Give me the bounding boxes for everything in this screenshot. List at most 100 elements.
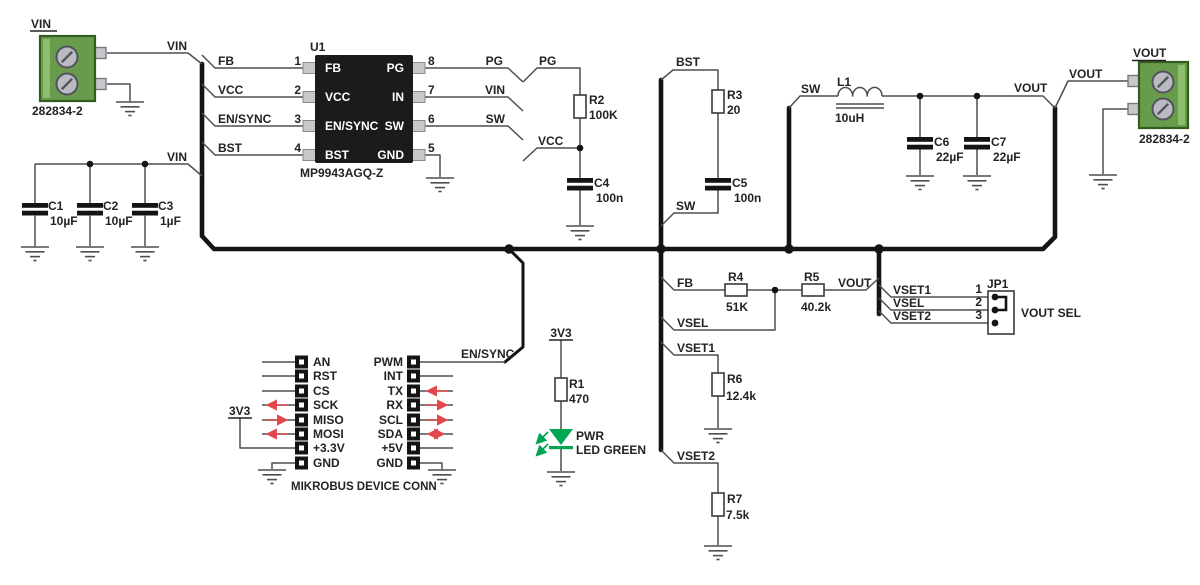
u1-pin-number: 2 (294, 83, 301, 97)
mb-pin-label: SCK (313, 398, 339, 412)
header-pin (295, 441, 308, 455)
r4-value: 51K (726, 300, 748, 314)
wire-u1-pg (425, 67, 524, 83)
wire-u1-vin (425, 96, 524, 112)
header-pin (407, 427, 420, 441)
wire-mb-right-gnd (420, 462, 443, 469)
mb-pin-label: SCL (379, 413, 403, 427)
u1-pin-number: 1 (294, 54, 301, 68)
u1-pin-number: 6 (428, 112, 435, 126)
header-pin (407, 398, 420, 412)
net-label-vin: VIN (167, 39, 187, 53)
net-label-sw: SW (801, 82, 821, 96)
input-caps: C1 10µF C2 10µF C3 1µF (22, 199, 181, 228)
wire-vcc-branch (522, 147, 580, 162)
wire-input-caps-top (35, 163, 203, 177)
c6-ref: C6 (934, 135, 950, 149)
c5-value: 100n (734, 191, 761, 205)
terminal-pin (1127, 74, 1140, 88)
header-pin (295, 456, 308, 470)
mb-pin-label: CS (313, 384, 330, 398)
header-pin (407, 441, 420, 455)
c4-ref: C4 (594, 176, 610, 190)
u1-pin-name: PG (387, 61, 404, 75)
vin-terminal-label: VIN (31, 17, 51, 31)
vin-terminal-part: 282834-2 (32, 104, 83, 118)
header-pin (295, 413, 308, 427)
mb-pin-label: +3.3V (313, 441, 345, 455)
inductor-core (836, 103, 884, 109)
power-led: 3V3 R1 470 PWR LED GREEN (535, 326, 646, 457)
main-bus (199, 61, 1058, 252)
header-pin (407, 456, 420, 470)
vout-terminal-part: 282834-2 (1139, 132, 1190, 146)
wire-bst-r3 (660, 69, 719, 90)
jp1-label: VOUT SEL (1021, 306, 1081, 320)
resistor-icon (711, 492, 725, 517)
jp1-jumper: VSET1 VSEL VSET2 1 2 3 JP1 VOUT SEL (893, 277, 1081, 335)
led-name: PWR (576, 429, 604, 443)
r7-ref: R7 (727, 492, 743, 506)
screw-icon (1151, 70, 1175, 94)
junction-dot (973, 92, 981, 100)
wire-mb-left-gnd (271, 462, 295, 469)
wire-u1-left-pins (201, 54, 303, 156)
inductor-coil (837, 86, 883, 97)
net-label-vout: VOUT (1069, 67, 1103, 81)
net-label-vout: VOUT (838, 276, 872, 290)
net-label-en-sync: EN/SYNC (218, 112, 272, 126)
r4-ref: R4 (728, 270, 744, 284)
u1-pin-name: FB (325, 61, 341, 75)
led-desc: LED GREEN (576, 443, 646, 457)
net-label-vin: VIN (485, 83, 505, 97)
wire-vin-terminal (107, 52, 203, 65)
bus-wires (199, 61, 1058, 453)
r3-ref: R3 (727, 88, 743, 102)
mb-pin-label: SDA (378, 427, 404, 441)
header-pin (295, 384, 308, 398)
jp1-pin-number: 2 (975, 295, 982, 309)
net-label-vin: VIN (167, 150, 187, 164)
led-cathode-bar (549, 446, 573, 450)
resistor-icon (554, 377, 568, 402)
mb-pin-label: AN (313, 355, 330, 369)
header-pin (407, 355, 420, 369)
wire-vset1-r6 (660, 341, 719, 373)
jp1-pin (991, 319, 999, 327)
wire-c5-sw (660, 190, 719, 227)
jp1-pin-number: 1 (975, 282, 982, 296)
chip-pad (302, 149, 317, 161)
mb-pin-label: INT (384, 369, 404, 383)
u1-pin-number: 8 (428, 54, 435, 68)
chip-pad (411, 120, 426, 132)
net-label-fb: FB (677, 276, 693, 290)
u1-pin-number: 4 (294, 141, 301, 155)
jp1-pin (991, 306, 999, 314)
jp1-shunt (998, 295, 1008, 312)
fb-divider: R4 51K R5 40.2k R6 12.4k R7 7.5k (711, 270, 831, 522)
c5-ref: C5 (732, 176, 748, 190)
c4-value: 100n (596, 191, 623, 205)
junction-dot (874, 244, 884, 254)
header-pin (407, 369, 420, 383)
screw-icon (1151, 97, 1175, 121)
c3-ref: C3 (158, 199, 174, 213)
jp1-pin-number: 3 (975, 308, 982, 322)
chip-pad (411, 91, 426, 103)
terminal-edge (43, 39, 50, 98)
wire-pg-r2 (522, 67, 581, 95)
net-label-vset2: VSET2 (677, 449, 715, 463)
r6-ref: R6 (727, 372, 743, 386)
c2-value: 10µF (105, 214, 133, 228)
header-pin (407, 384, 420, 398)
en-sync-bus (503, 248, 525, 364)
chip-pad (411, 149, 426, 161)
resistor-icon (724, 283, 748, 297)
net-label-vcc: VCC (538, 134, 564, 148)
output-filter: L1 10uH C6 22µF C7 22µF (835, 75, 1021, 164)
net-label-vout: VOUT (1014, 81, 1048, 95)
c3-value: 1µF (160, 214, 181, 228)
r6-value: 12.4k (726, 389, 756, 403)
